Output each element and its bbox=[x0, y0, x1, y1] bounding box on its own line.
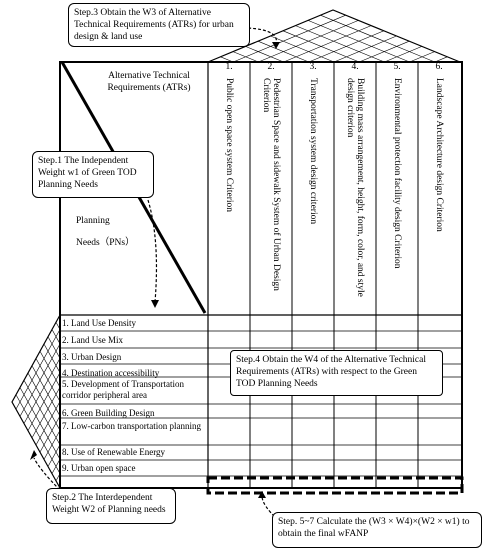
lattice-grid-line bbox=[39, 351, 61, 388]
atr-text-6: Landscape Architecture design Criterion bbox=[434, 78, 444, 232]
pn-row-2: 2. Land Use Mix bbox=[62, 335, 123, 345]
pn-row-4: 4. Destination accessibility bbox=[62, 368, 160, 378]
atr-column-lines bbox=[249, 62, 419, 488]
roof-grid-line bbox=[384, 46, 423, 63]
atr-num-1: 1. bbox=[225, 62, 233, 72]
lattice-grid-line bbox=[23, 380, 61, 445]
roof-grid-line bbox=[270, 35, 335, 63]
step3-arrowhead bbox=[272, 42, 280, 49]
lattice-grid-line bbox=[23, 358, 61, 424]
roof-grid-line bbox=[233, 14, 346, 63]
atr-text-4: Building mass arrangement, height, form,… bbox=[345, 78, 365, 297]
step57-box: Step. 5~7 Calculate the (W3 × W4)×(W2 × … bbox=[272, 512, 482, 548]
lattice-grid-line bbox=[19, 343, 61, 417]
atr-text-2: Pedestrian Space and sidewalk System of … bbox=[261, 78, 281, 291]
lattice-grid-line bbox=[19, 387, 61, 460]
atr-text-5: Environmental protection facility design… bbox=[392, 78, 402, 269]
lattice-grid-line bbox=[31, 386, 61, 438]
atr-num-5: 5. bbox=[393, 62, 401, 72]
roof-grid-line bbox=[258, 20, 359, 63]
roof-grid-line bbox=[307, 20, 410, 63]
step3-box: Step.3 Obtain the W3 of Alternative Tech… bbox=[68, 3, 250, 47]
step1-box: Step.1 The Independent Weight w1 of Gree… bbox=[32, 151, 154, 198]
pn-row-7: 7. Low-carbon transportation planning bbox=[62, 421, 201, 431]
pn-row-1: 1. Land Use Density bbox=[62, 318, 136, 328]
roof-grid-line bbox=[295, 25, 385, 63]
step4-box: Step.4 Obtain the W4 of the Alternative … bbox=[230, 350, 443, 396]
step57-arrowhead bbox=[258, 491, 266, 498]
planning-label-line1: Planning bbox=[76, 216, 110, 226]
pn-row-8: 8. Use of Renewable Energy bbox=[62, 447, 166, 457]
house-frame bbox=[59, 61, 463, 489]
lattice-grid-line bbox=[15, 329, 61, 410]
atr-text-1: Public open space system Criterion bbox=[224, 78, 234, 213]
roof-grid-line bbox=[245, 46, 284, 63]
roof-correlation-matrix bbox=[207, 9, 461, 63]
pn-row-3: 3. Urban Design bbox=[62, 352, 122, 362]
atrs-header-label: Alternative Technical Requirements (ATRs… bbox=[107, 71, 191, 93]
step1-arrowhead bbox=[151, 300, 159, 308]
lattice-grid-line bbox=[47, 336, 61, 359]
pn-row-9: 9. Urban open space bbox=[62, 463, 136, 473]
roof-grid-line bbox=[333, 35, 397, 63]
lattice-grid-line bbox=[47, 444, 61, 467]
atr-num-2: 2. bbox=[267, 62, 275, 72]
lattice-grid-line bbox=[27, 372, 61, 431]
pn-row-6: 6. Green Building Design bbox=[62, 408, 155, 418]
pn-row-5: 5. Development of Transportation corrido… bbox=[62, 379, 184, 400]
planning-label-line2: Needs（PNs） bbox=[76, 238, 135, 248]
atr-num-6: 6. bbox=[435, 62, 443, 72]
final-weight-row bbox=[206, 476, 464, 495]
atr-num-3: 3. bbox=[309, 62, 317, 72]
atr-text-3: Transportation system design criterion bbox=[308, 78, 318, 225]
lattice-grid-line bbox=[15, 394, 61, 474]
roof-grid-line bbox=[283, 25, 372, 63]
lattice-grid-line bbox=[39, 415, 61, 453]
roof-grid-line bbox=[320, 14, 435, 63]
step2-box: Step.2 The Interdependent Weight W2 of P… bbox=[46, 488, 176, 524]
lattice-grid-line bbox=[31, 365, 61, 417]
step2-arrowhead bbox=[30, 450, 37, 460]
step1-arrow bbox=[147, 199, 158, 303]
atr-num-4: 4. bbox=[351, 62, 359, 72]
